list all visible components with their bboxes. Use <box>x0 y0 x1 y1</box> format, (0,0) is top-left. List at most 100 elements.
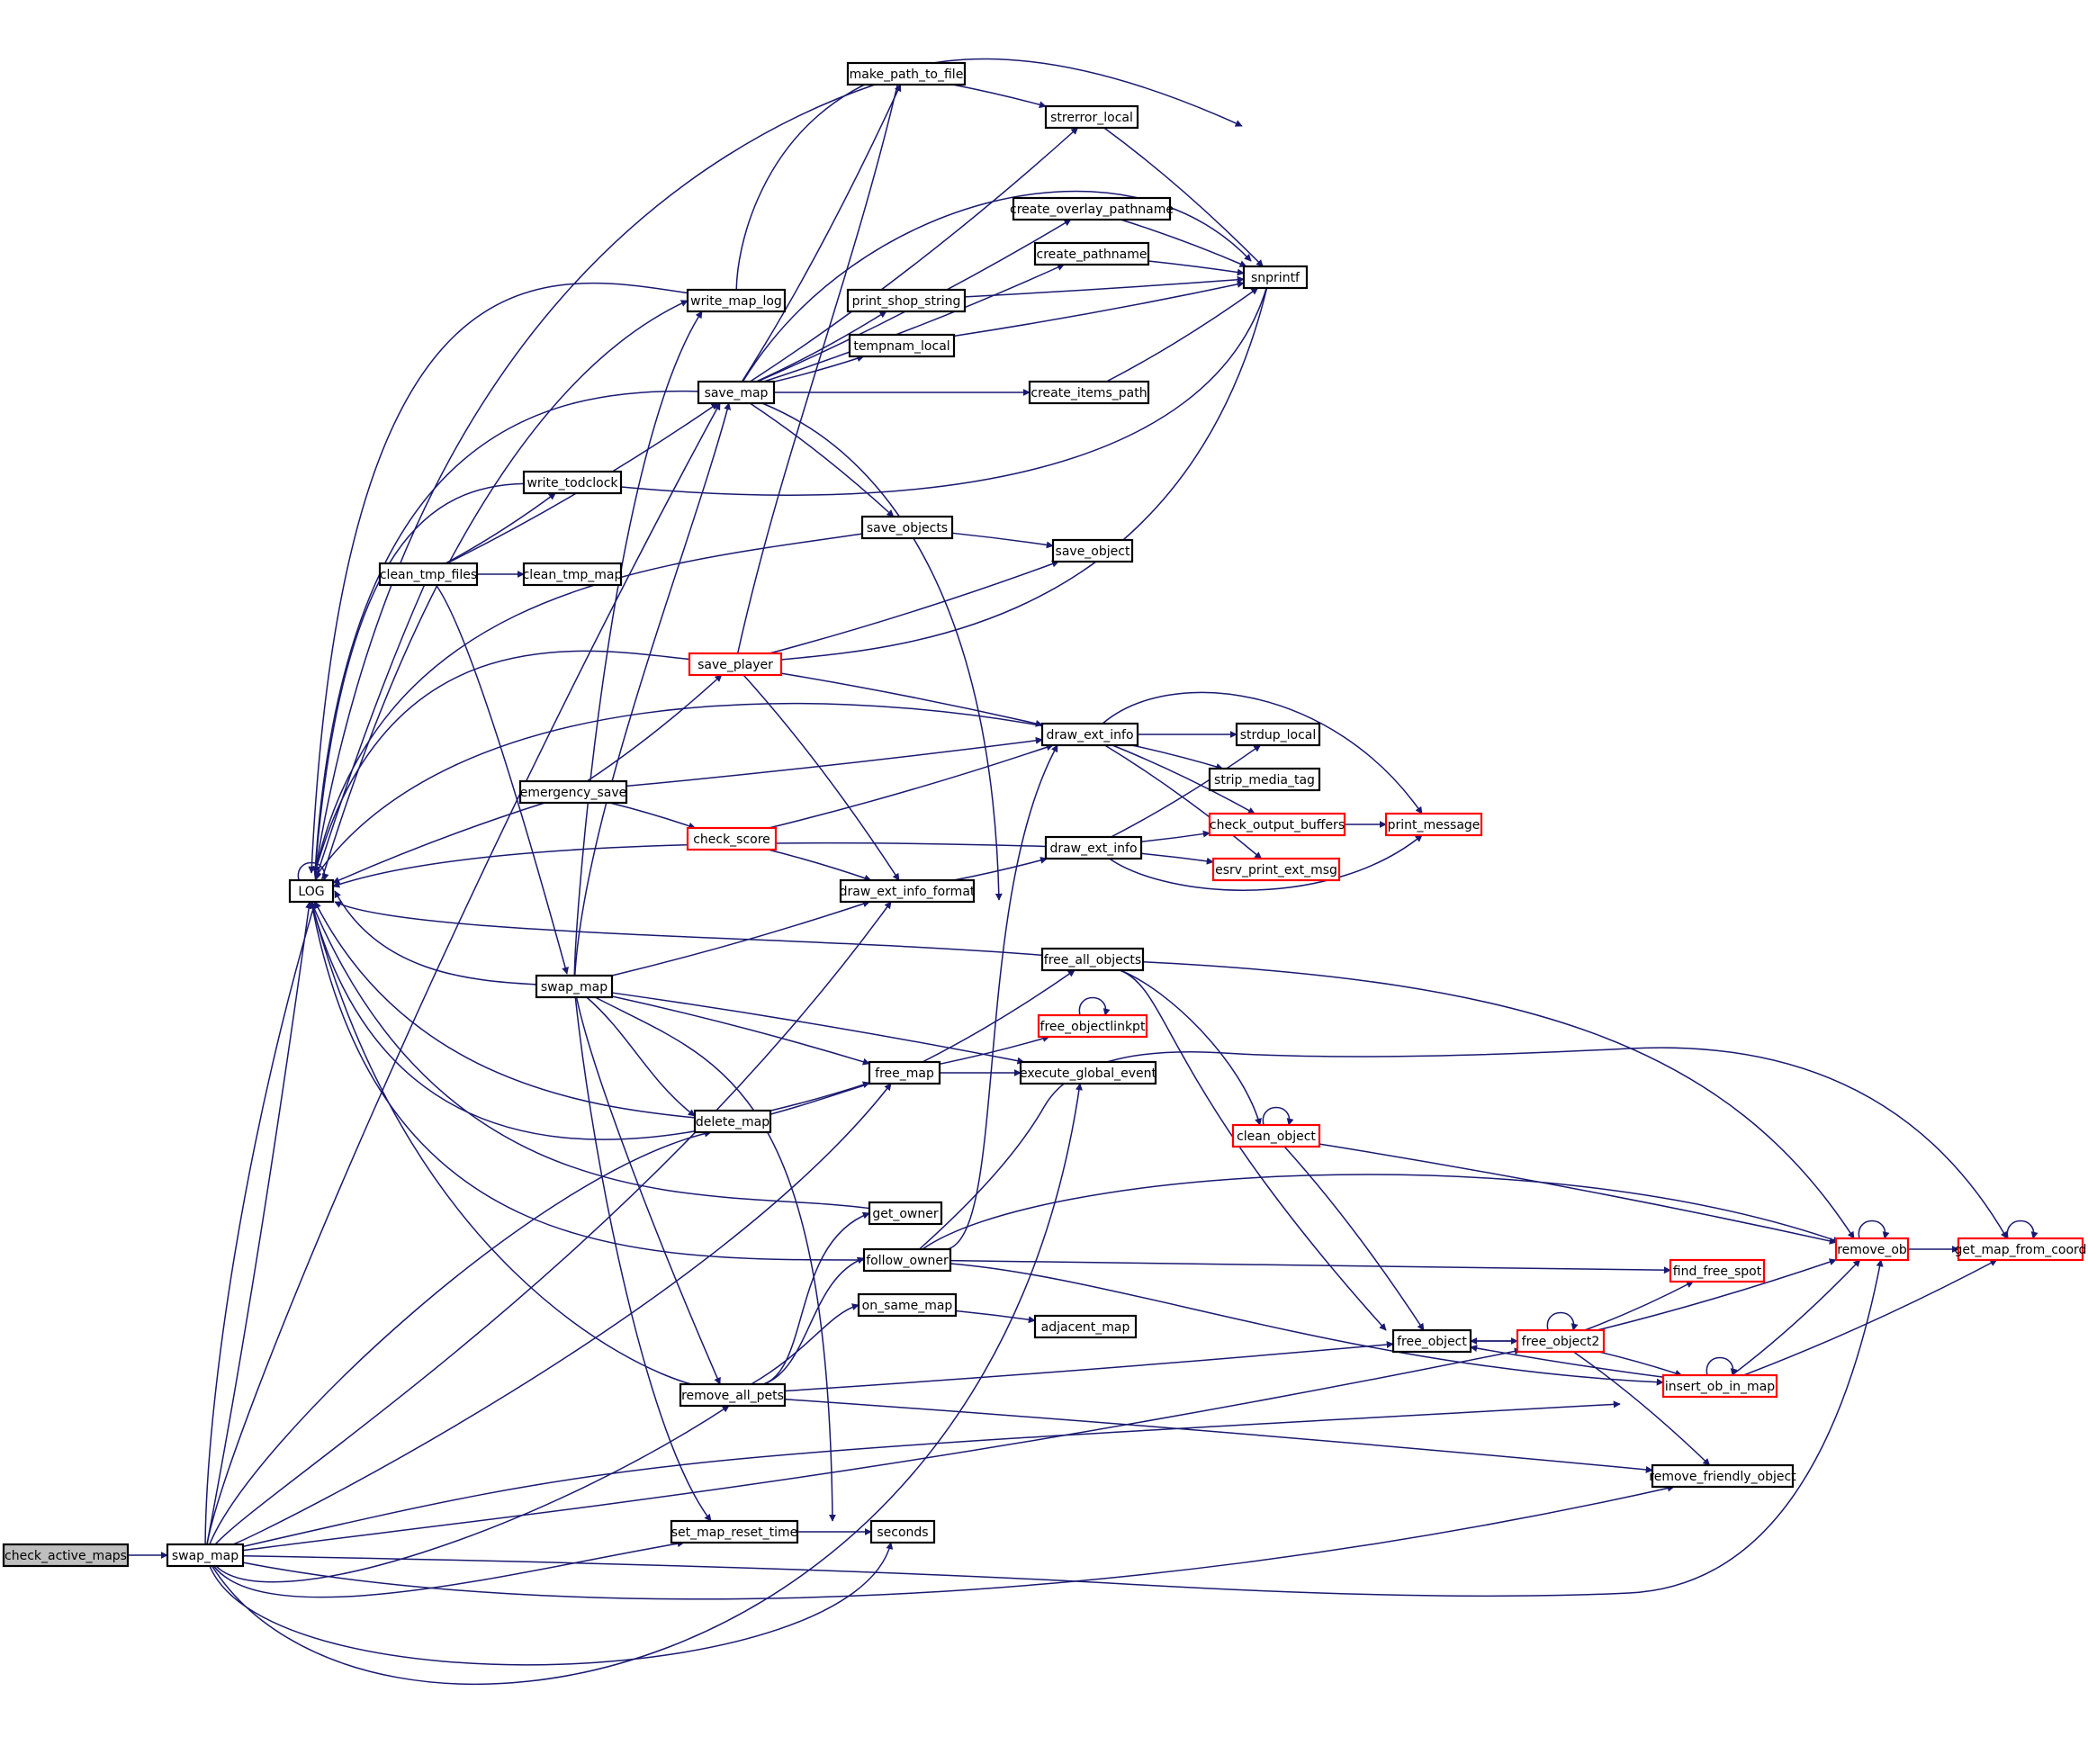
edge-swap-map-b-to-remove-all-pets <box>215 1405 730 1583</box>
node-free-object2[interactable]: free_object2 <box>1516 1328 1606 1354</box>
node-label: strip_media_tag <box>1214 773 1315 788</box>
node-label: adjacent_map <box>1041 1320 1130 1335</box>
node-get-owner[interactable]: get_owner <box>868 1201 943 1226</box>
node-free-map[interactable]: free_map <box>868 1060 941 1085</box>
node-esrv-print-ext-msg[interactable]: esrv_print_ext_msg <box>1211 857 1341 882</box>
edge-remove-all-pets-to-remove-friendly-object <box>784 1399 1653 1473</box>
node-free-all-objects[interactable]: free_all_objects <box>1040 947 1145 972</box>
node-box <box>378 562 479 587</box>
node-save-objects[interactable]: save_objects <box>860 515 954 540</box>
node-label: create_items_path <box>1030 386 1147 400</box>
node-label: print_message <box>1388 818 1480 832</box>
edge-make-path-to-file-to-LOG <box>312 84 876 874</box>
node-label: get_owner <box>872 1207 938 1221</box>
node-save-object[interactable]: save_object <box>1051 538 1134 563</box>
node-write-todclock[interactable]: write_todclock <box>522 470 623 495</box>
node-check-active-maps[interactable]: check_active_maps <box>2 1543 130 1568</box>
node-clean-tmp-map[interactable]: clean_tmp_map <box>523 562 623 587</box>
node-snprintf[interactable]: snprintf <box>1242 265 1309 290</box>
node-box <box>1040 947 1145 972</box>
node-label: create_overlay_pathname <box>1010 202 1174 217</box>
node-box <box>839 878 976 904</box>
node-remove-all-pets[interactable]: remove_all_pets <box>679 1382 787 1408</box>
edge-free-object2-to-insert-ob-in-map <box>1598 1351 1683 1377</box>
node-label: save_player <box>698 658 773 672</box>
node-label: print_shop_string <box>852 294 961 309</box>
node-box <box>1651 1463 1795 1489</box>
node-box <box>1019 1060 1157 1085</box>
edge-save-player-to-make-path-to-file <box>736 73 903 654</box>
node-create-items-path[interactable]: create_items_path <box>1028 380 1150 405</box>
edge-swap-map-b-to-remove-ob <box>242 1259 1884 1598</box>
edge-save-objects-to-save-object <box>951 532 1054 549</box>
edge-emergency-save-to-LOG <box>332 802 545 884</box>
node-box <box>1208 767 1321 792</box>
node-swap-map-m[interactable]: swap_map <box>535 974 614 999</box>
node-swap-map-b[interactable]: swap_map <box>166 1543 245 1568</box>
node-adjacent-map[interactable]: adjacent_map <box>1033 1314 1138 1339</box>
node-draw-ext-info-1[interactable]: draw_ext_info <box>1040 722 1139 747</box>
node-print-message[interactable]: print_message <box>1384 812 1483 837</box>
node-box <box>1661 1373 1778 1399</box>
edge-free-map-to-free-all-objects <box>922 969 1076 1063</box>
node-on-same-map[interactable]: on_same_map <box>857 1292 958 1318</box>
node-execute-global-event[interactable]: execute_global_event <box>1019 1060 1157 1085</box>
node-box <box>535 974 614 999</box>
node-clean-object[interactable]: clean_object <box>1231 1123 1321 1148</box>
node-label: on_same_map <box>862 1299 953 1313</box>
node-box <box>1834 1237 1910 1262</box>
node-label: remove_all_pets <box>681 1389 784 1403</box>
node-box <box>166 1543 245 1568</box>
edge-delete-map-to-LOG <box>314 901 696 1119</box>
edge-write-map-log-to-snprintf <box>735 58 1243 291</box>
node-create-overlay-pathname[interactable]: create_overlay_pathname <box>1010 196 1174 221</box>
node-strdup-local[interactable]: strdup_local <box>1235 722 1321 747</box>
node-free-object[interactable]: free_object <box>1391 1328 1472 1354</box>
edge-on-same-map-to-adjacent-map <box>955 1310 1036 1324</box>
node-make-path-to-file[interactable]: make_path_to_file <box>846 61 967 86</box>
node-box <box>1028 380 1150 405</box>
node-strerror-local[interactable]: strerror_local <box>1044 104 1139 130</box>
edge-draw-ext-info-1-to-LOG <box>314 702 1043 878</box>
node-box <box>1384 812 1483 837</box>
node-remove-friendly-object[interactable]: remove_friendly_object <box>1649 1463 1796 1489</box>
edge-insert-ob-in-map-to-remove-ob <box>1731 1259 1861 1376</box>
edge-swap-map-b-to-draw-ext-info-format <box>214 901 892 1545</box>
edge-swap-map-b-to-free-map <box>232 1083 892 1545</box>
edge-draw-ext-info-1-to-esrv-print-ext-msg <box>1104 744 1263 860</box>
edge-clean-tmp-files-to-swap-map-m <box>435 584 569 975</box>
node-follow-owner[interactable]: follow_owner <box>862 1247 952 1273</box>
node-draw-ext-info-format[interactable]: draw_ext_info_format <box>839 878 976 904</box>
node-draw-ext-info-2[interactable]: draw_ext_info <box>1044 835 1143 860</box>
node-remove-ob[interactable]: remove_ob <box>1834 1237 1910 1262</box>
node-insert-ob-in-map[interactable]: insert_ob_in_map <box>1661 1373 1778 1399</box>
edge-free-all-objects-to-free-object <box>1120 969 1387 1331</box>
node-get-map-from-coord[interactable]: get_map_from_coord <box>1955 1237 2087 1262</box>
node-label: strdup_local <box>1240 728 1317 742</box>
node-label: free_objectlinkpt <box>1040 1020 1146 1034</box>
node-find-free-spot[interactable]: find_free_spot <box>1669 1258 1766 1283</box>
node-label: insert_ob_in_map <box>1665 1380 1775 1394</box>
node-write-map-log[interactable]: write_map_log <box>686 288 787 313</box>
node-set-map-reset-time[interactable]: set_map_reset_time <box>670 1519 799 1544</box>
node-clean-tmp-files[interactable]: clean_tmp_files <box>378 562 479 587</box>
edge-swap-map-m-to-delete-map <box>586 996 696 1117</box>
node-seconds[interactable]: seconds <box>869 1519 936 1544</box>
node-save-map[interactable]: save_map <box>697 380 776 405</box>
node-check-output-buffers[interactable]: check_output_buffers <box>1208 812 1346 837</box>
node-save-player[interactable]: save_player <box>688 652 783 677</box>
node-create-pathname[interactable]: create_pathname <box>1033 241 1150 266</box>
node-box <box>1516 1328 1606 1354</box>
node-tempnam-local[interactable]: tempnam_local <box>848 333 956 358</box>
node-box <box>1391 1328 1472 1354</box>
node-box <box>1669 1258 1766 1283</box>
node-emergency-save[interactable]: emergency_save <box>518 779 628 805</box>
node-print-shop-string[interactable]: print_shop_string <box>846 288 967 313</box>
node-delete-map[interactable]: delete_map <box>693 1109 772 1134</box>
node-strip-media-tag[interactable]: strip_media_tag <box>1208 767 1321 792</box>
edge-follow-owner-to-draw-ext-info-1 <box>947 744 1058 1250</box>
node-check-score[interactable]: check_score <box>686 826 778 851</box>
node-free-objectlinkpt[interactable]: free_objectlinkpt <box>1037 1013 1148 1039</box>
node-LOG[interactable]: LOG <box>288 878 335 904</box>
